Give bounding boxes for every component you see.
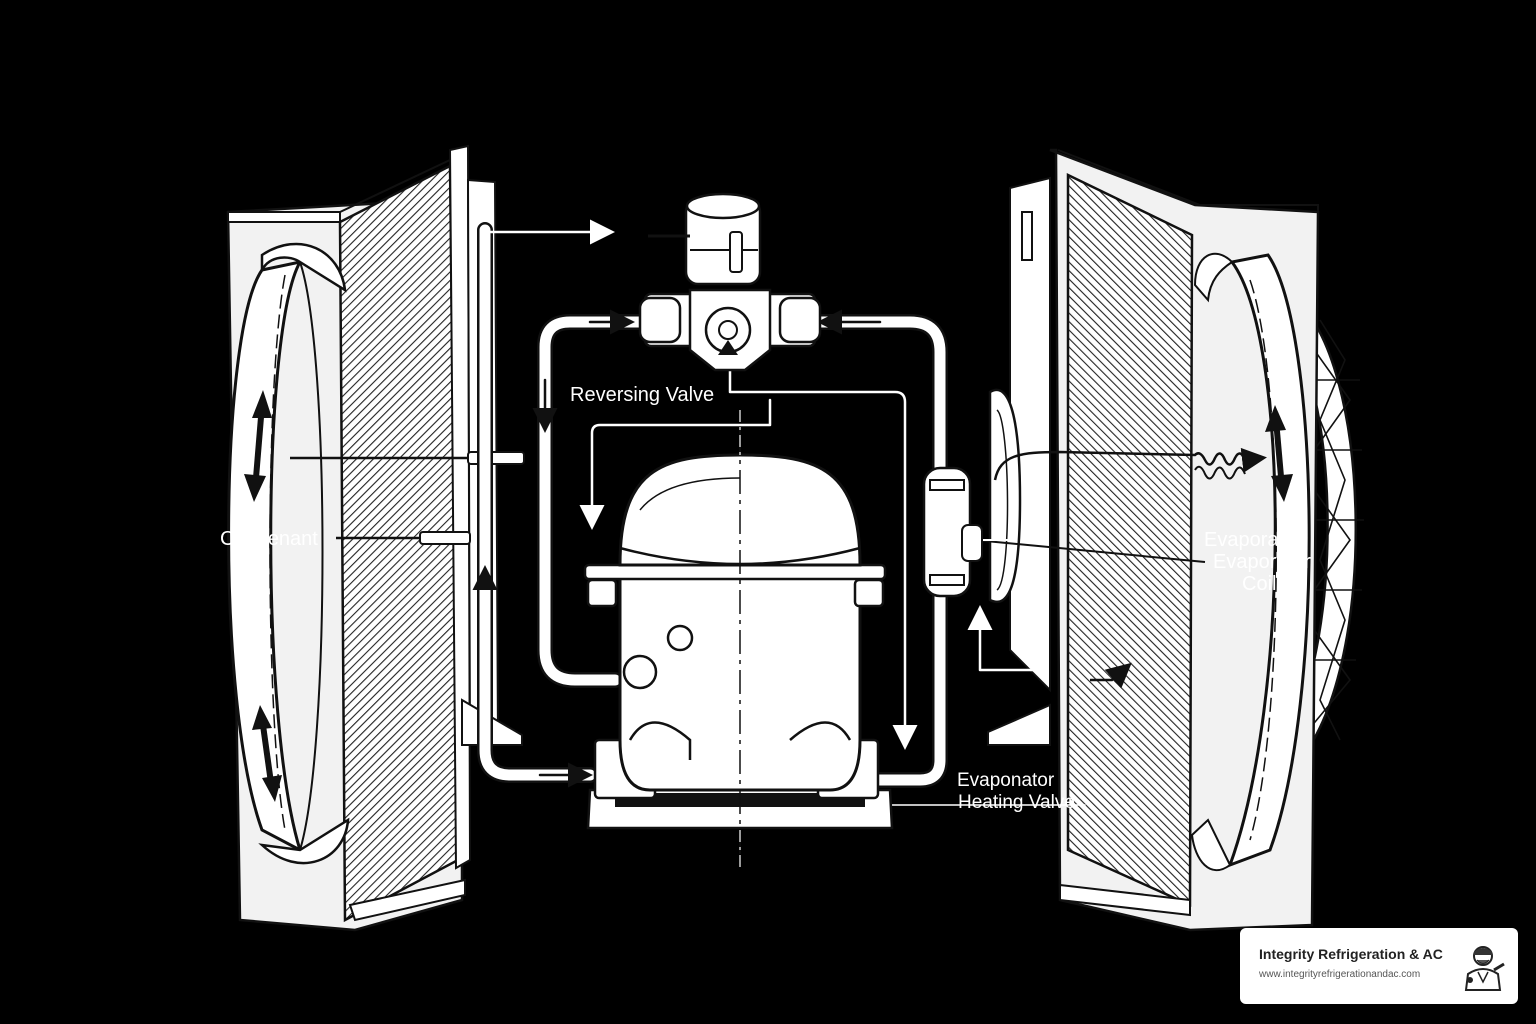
- fan-icon: [1299, 319, 1364, 741]
- reversing-valve-label: Reversing Valve: [570, 384, 715, 406]
- condenant-label: Condenant: [220, 528, 318, 550]
- compressor: [583, 430, 894, 870]
- mascot-avatar-icon: [1464, 946, 1505, 991]
- double-arrow-icon: [244, 390, 272, 502]
- evaporator-label-line3: Coil: [1242, 573, 1277, 595]
- filter-drier: [922, 466, 983, 598]
- condenser-unit: [226, 144, 525, 932]
- brand-name: Integrity Refrigeration & AC: [1259, 946, 1443, 962]
- brand-card[interactable]: Integrity Refrigeration & AC www.integri…: [1240, 928, 1518, 1004]
- evaporator-unit: [974, 148, 1364, 932]
- double-arrow-icon: [252, 705, 282, 802]
- brand-url[interactable]: www.integrityrefrigerationandac.com: [1259, 969, 1421, 980]
- heating-valve-label-line1: Evaponator: [957, 770, 1055, 791]
- reversing-valve: [638, 192, 822, 372]
- evaporator-label-line1: Evaporator: [1204, 529, 1302, 551]
- heating-valve-label-line2: Heating Valve: [958, 792, 1075, 813]
- double-arrow-icon: [1265, 405, 1293, 502]
- evaporator-label-line2: Evaporator: [1213, 551, 1311, 573]
